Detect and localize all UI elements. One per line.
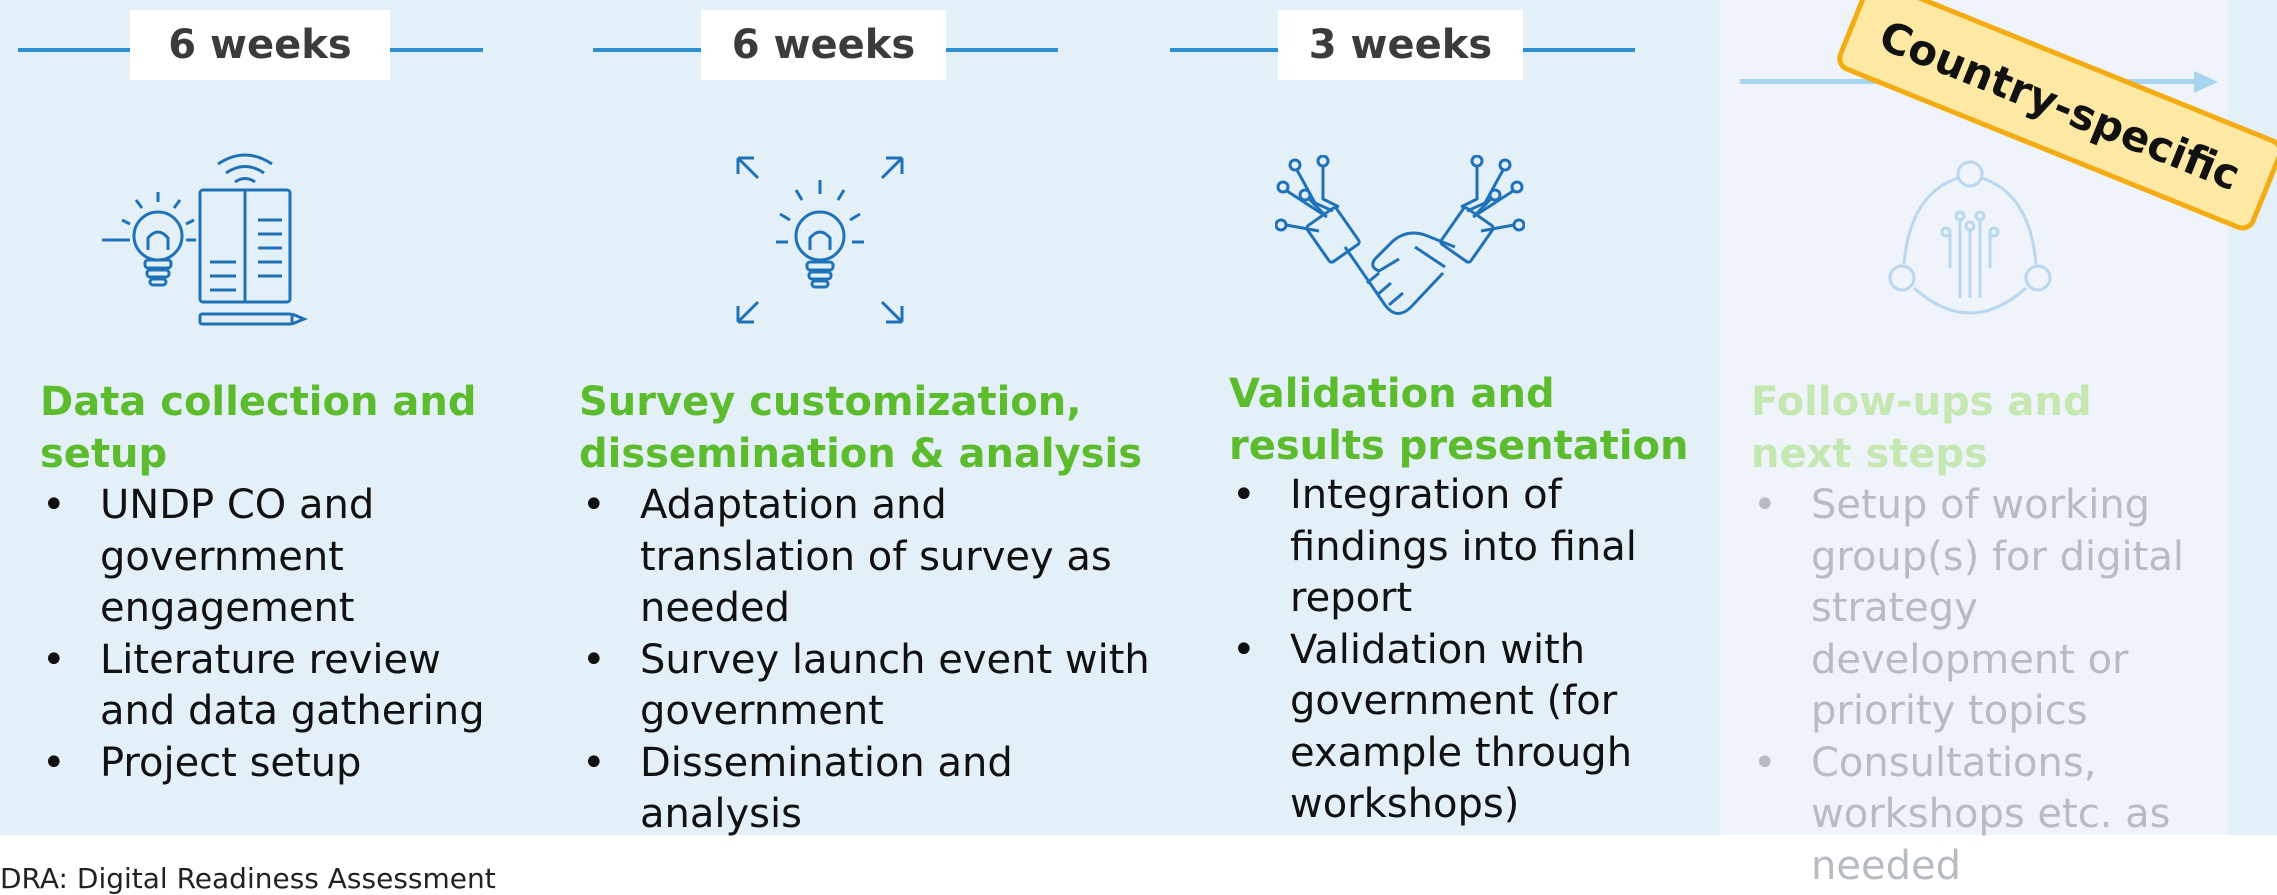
title-line: Follow-ups and: [1751, 379, 2092, 425]
list-item: Literature review and data gathering: [40, 635, 490, 738]
arrow-head-icon: [2194, 71, 2218, 93]
duration-step-2: 6 weeks: [593, 10, 1058, 80]
lightbulb-book-icon: [102, 153, 308, 326]
duration-step-3: 3 weeks: [1170, 10, 1635, 80]
title-line: Survey customization,: [579, 379, 1082, 425]
duration-step-1: 6 weeks: [18, 10, 483, 80]
step-1-bullets: UNDP CO and government engagement Litera…: [40, 480, 490, 789]
title-line: next steps: [1751, 431, 1988, 477]
duration-label: 3 weeks: [1278, 10, 1523, 80]
list-item: Project setup: [40, 738, 490, 790]
list-item: Dissemination and analysis: [580, 738, 1160, 841]
title-line: Data collection and: [40, 379, 477, 425]
footnote: DRA: Digital Readiness Assessment: [0, 862, 496, 895]
title-line: results presentation: [1229, 423, 1689, 469]
list-item: Integration of findings into final repor…: [1230, 470, 1650, 625]
step-2-bullets: Adaptation and translation of survey as …: [580, 480, 1160, 841]
step-3-title: Validation and results presentation: [1229, 368, 1689, 472]
list-item: Adaptation and translation of survey as …: [580, 480, 1160, 635]
lightbulb-expand-icon: [736, 156, 904, 324]
list-item: Survey launch event with government: [580, 635, 1160, 738]
list-item: UNDP CO and government engagement: [40, 480, 490, 635]
network-circuit-icon: [1888, 160, 2052, 315]
list-item: Setup of working group(s) for digital st…: [1751, 480, 2191, 738]
step-1-title: Data collection and setup: [40, 376, 477, 480]
title-line: setup: [40, 431, 168, 477]
duration-label: 6 weeks: [130, 10, 390, 80]
list-item: Consultations, workshops etc. as needed: [1751, 738, 2191, 893]
step-3-bullets: Integration of findings into final repor…: [1230, 470, 1650, 831]
step-2-title: Survey customization, dissemination & an…: [579, 376, 1142, 480]
title-line: dissemination & analysis: [579, 431, 1143, 477]
duration-label: 6 weeks: [701, 10, 946, 80]
step-4-bullets: Setup of working group(s) for digital st…: [1751, 480, 2191, 892]
step-4-title: Follow-ups and next steps: [1751, 376, 2092, 480]
title-line: Validation and: [1229, 371, 1555, 417]
list-item: Validation with government (for example …: [1230, 625, 1650, 831]
digital-handshake-icon: [1275, 155, 1525, 315]
